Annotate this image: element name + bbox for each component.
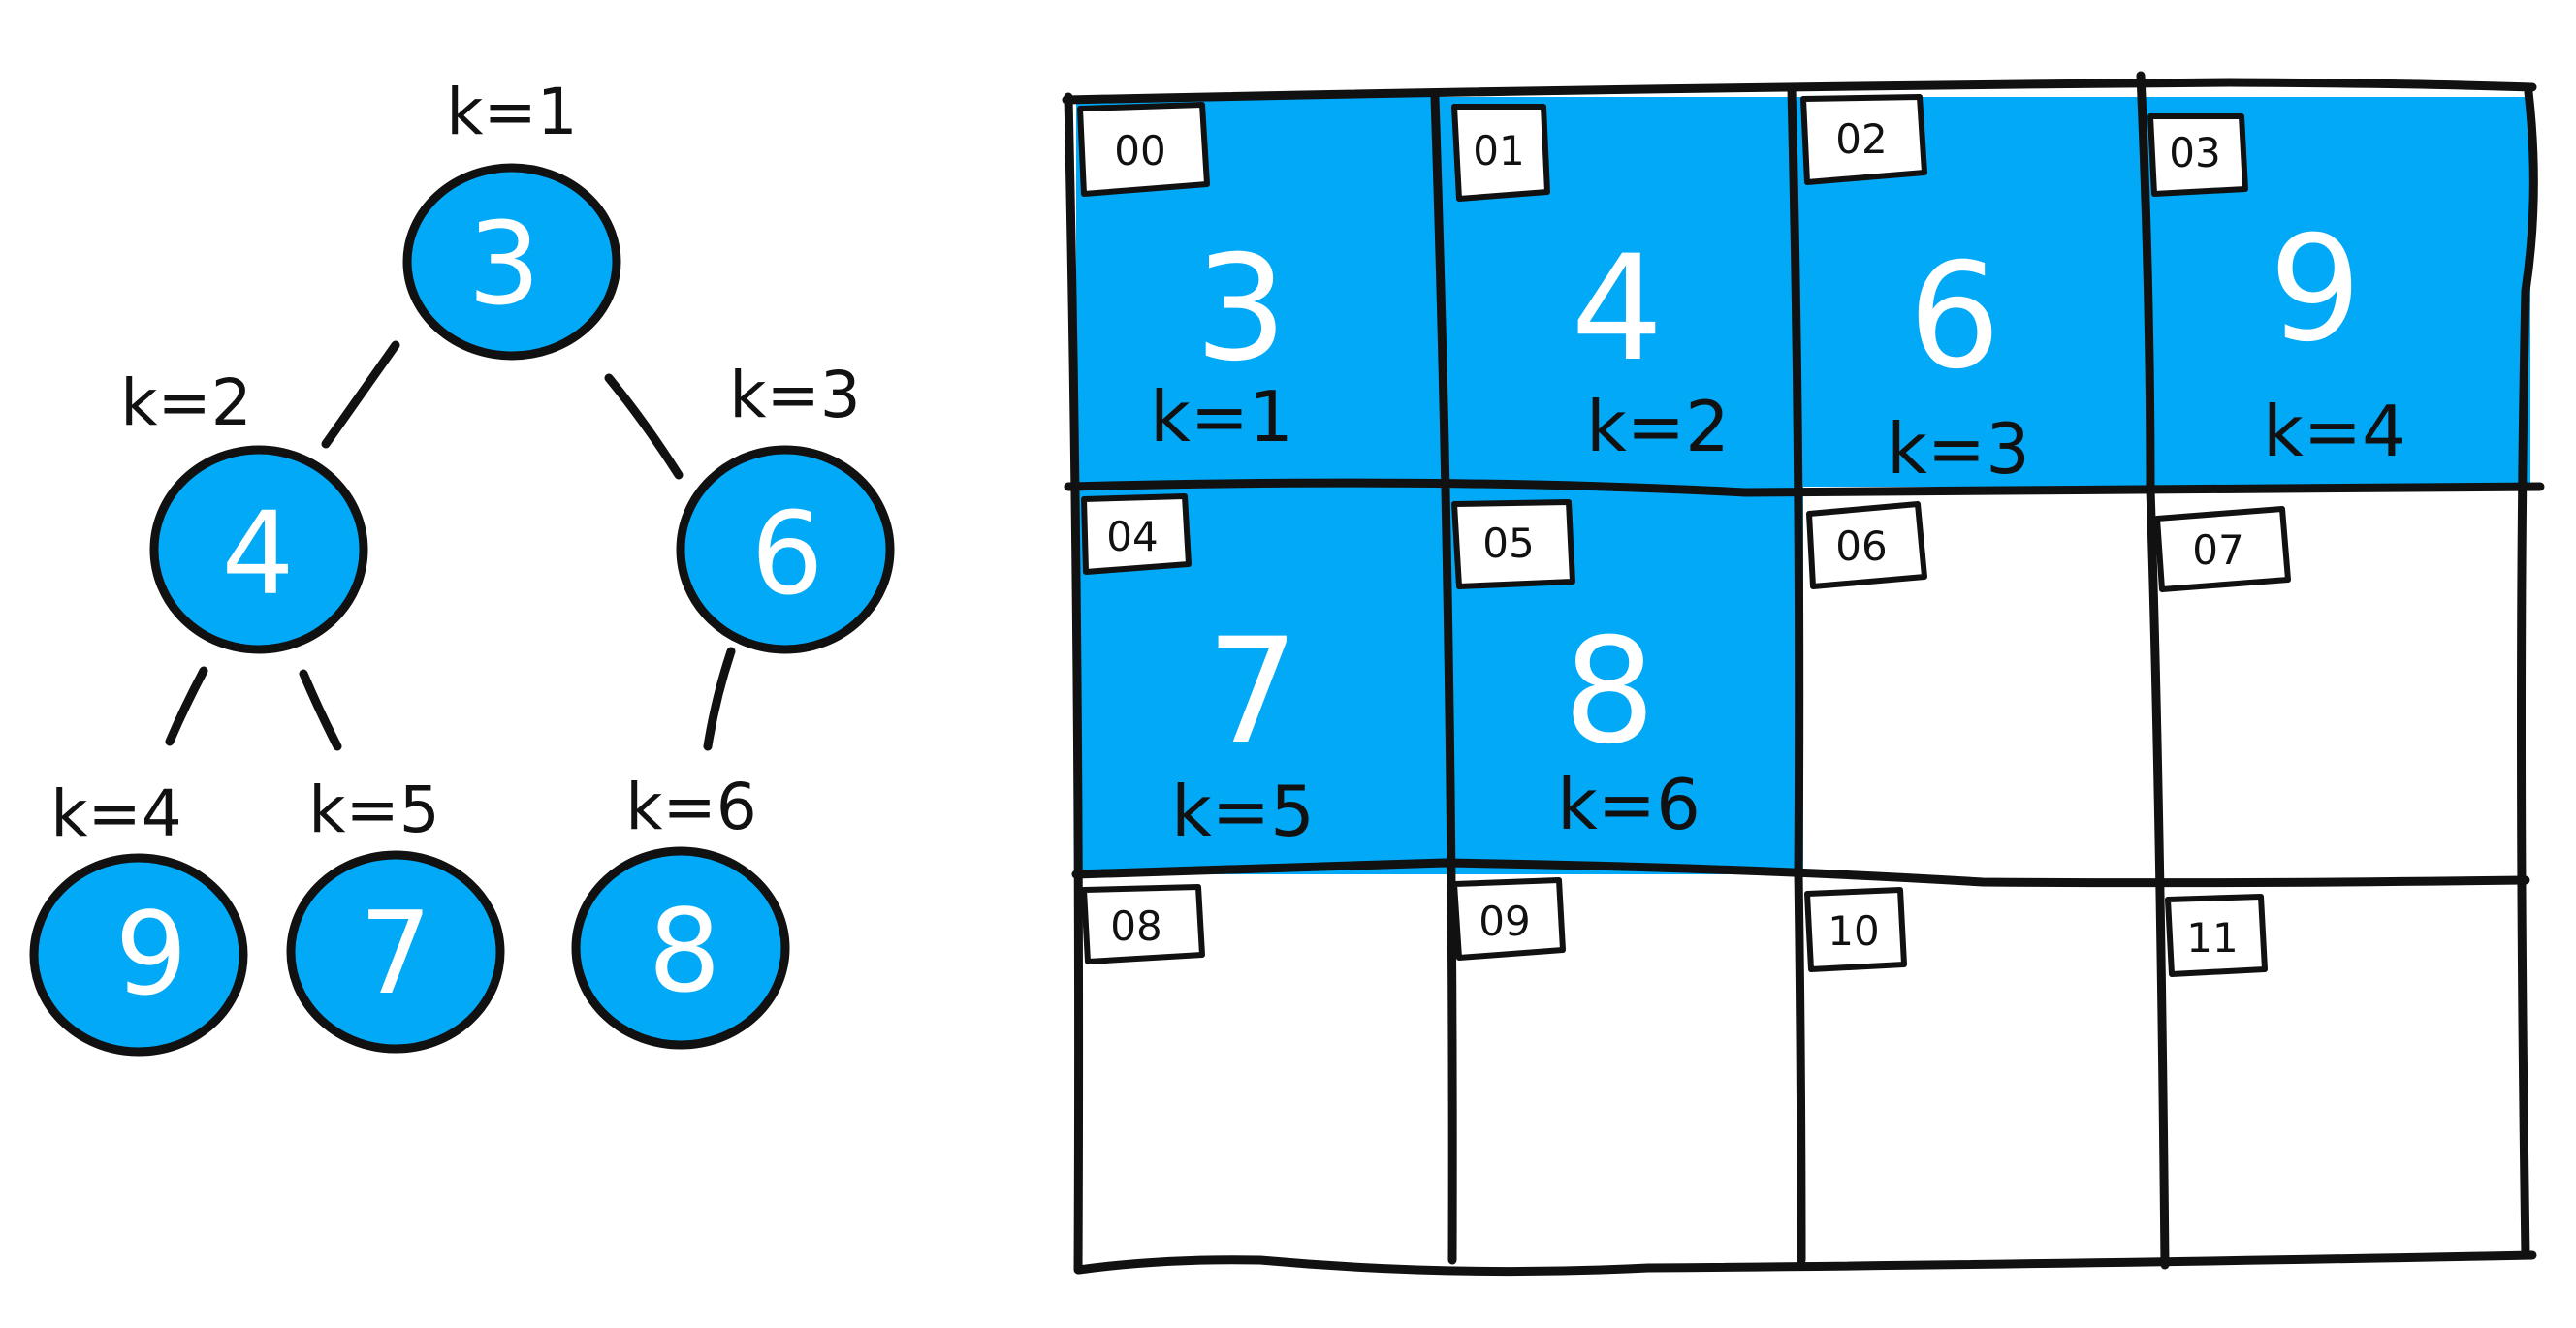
tree-node: k=6 8 <box>571 770 790 1050</box>
node-circle <box>149 445 368 654</box>
cell-values: 3 4 6 9 7 8 <box>1194 206 2361 776</box>
index-tag-box <box>1081 884 1205 964</box>
cell-index: 00 <box>1114 127 1165 174</box>
grid-col-3 <box>2136 71 2170 1270</box>
node-k-label: k=3 <box>729 358 861 432</box>
edge-root-to-right-child <box>604 373 684 480</box>
node-value: 7 <box>359 886 431 1020</box>
cell-k-label: k=4 <box>2263 391 2406 472</box>
node-k-label: k=4 <box>50 776 182 851</box>
cell-index: 09 <box>1479 898 1530 945</box>
grid-outer-left <box>1064 92 1084 1275</box>
tree-node: k=5 7 <box>286 773 505 1054</box>
cell-index: 11 <box>2186 914 2238 962</box>
cell-fill <box>1076 97 2530 487</box>
node-circle <box>286 850 505 1054</box>
grid-row-1 <box>1064 478 2545 497</box>
node-value: 4 <box>221 487 294 620</box>
index-tag-box <box>1451 877 1566 961</box>
tree-node: k=1 3 <box>402 75 621 361</box>
cell-index: 01 <box>1473 127 1524 174</box>
cell-value: 9 <box>2269 206 2361 374</box>
index-tag-box <box>1451 104 1550 202</box>
cell-value: 8 <box>1563 608 1655 776</box>
cell-k-label: k=5 <box>1171 771 1315 852</box>
cell-index: 03 <box>2169 129 2220 176</box>
cell-k-labels: k=1 k=2 k=3 k=4 k=5 k=6 <box>1150 376 2406 852</box>
node-circle <box>402 163 621 361</box>
index-tag-box <box>2154 506 2291 592</box>
grid-col-2 <box>1787 84 1806 1265</box>
index-tag-box <box>1806 501 1927 589</box>
index-tag-box <box>1081 493 1192 575</box>
cell-index: 05 <box>1482 520 1534 567</box>
node-value: 9 <box>114 887 187 1021</box>
heap-tree: k=1 3 k=2 4 k=3 6 k=4 9 k=5 7 <box>29 75 895 1057</box>
edge-left-to-left-leaf <box>165 666 208 746</box>
cell-index: 04 <box>1106 513 1158 560</box>
index-tags <box>1077 94 2291 977</box>
cell-value: 7 <box>1206 608 1298 776</box>
node-circle <box>676 445 895 654</box>
index-tag-box <box>2147 113 2248 197</box>
edge-root-to-left-child <box>321 340 400 449</box>
cell-k-label: k=1 <box>1150 376 1293 458</box>
edge-left-to-right-leaf <box>299 669 342 751</box>
cell-value: 3 <box>1194 225 1287 394</box>
grid-row-2 <box>1071 858 2530 888</box>
array-grid: 00 01 02 03 04 05 06 07 08 09 10 11 3 4 … <box>1062 71 2545 1277</box>
cell-index: 06 <box>1835 522 1887 570</box>
index-tag-box <box>1077 102 1210 197</box>
cell-fill <box>1076 487 1803 874</box>
node-circle <box>571 846 790 1050</box>
cell-k-label: k=6 <box>1557 764 1701 845</box>
index-labels: 00 01 02 03 04 05 06 07 08 09 10 11 <box>1106 115 2243 962</box>
tree-node: k=3 6 <box>676 358 895 654</box>
node-value: 3 <box>467 197 540 331</box>
grid-outer-bottom <box>1074 1250 2537 1277</box>
index-tag-box <box>1804 887 1907 972</box>
tree-node: k=2 4 <box>120 365 368 654</box>
cell-index: 10 <box>1828 907 1879 955</box>
cell-index: 02 <box>1835 115 1887 163</box>
index-tag-box <box>1451 499 1575 589</box>
tree-edges <box>165 340 736 751</box>
cell-k-label: k=2 <box>1586 386 1730 467</box>
cell-value: 6 <box>1908 233 2000 401</box>
grid-fills <box>1076 97 2530 874</box>
cell-index: 08 <box>1110 902 1161 950</box>
node-k-label: k=1 <box>446 75 578 149</box>
edge-right-to-left-leaf <box>703 647 736 751</box>
tree-node: k=4 9 <box>29 776 248 1057</box>
index-tag-box <box>2165 894 2268 977</box>
cell-index: 07 <box>2192 526 2243 574</box>
cell-value: 4 <box>1571 225 1663 394</box>
node-value: 6 <box>750 487 823 620</box>
index-tag-box <box>1800 94 1927 185</box>
node-value: 8 <box>648 884 720 1018</box>
grid-outer-top <box>1062 78 2537 105</box>
node-k-label: k=5 <box>308 773 440 847</box>
node-k-label: k=2 <box>120 365 252 440</box>
node-circle <box>29 853 248 1057</box>
cell-k-label: k=3 <box>1887 408 2030 490</box>
grid-lines <box>1062 71 2545 1277</box>
node-k-label: k=6 <box>625 770 757 844</box>
grid-col-1 <box>1430 92 1457 1265</box>
